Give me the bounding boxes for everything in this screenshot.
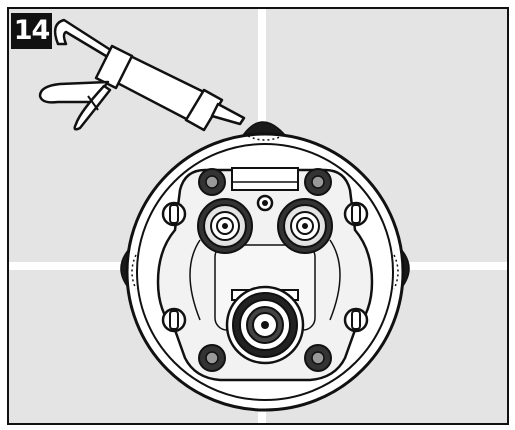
- inlet-port-icon: [197, 198, 253, 254]
- mounting-screw-icon: [161, 201, 187, 227]
- step-number-badge: 14: [11, 13, 52, 49]
- mounting-screw-icon: [161, 307, 187, 333]
- mounting-boss-bottom-left: [198, 344, 226, 372]
- mounting-boss-top-left: [198, 168, 226, 196]
- caulk-gun-icon: [38, 18, 246, 132]
- mounting-boss-top-right: [304, 168, 332, 196]
- outlet-port-icon: [225, 285, 305, 365]
- mounting-screw-icon: [343, 201, 369, 227]
- inlet-port-icon: [277, 198, 333, 254]
- mounting-boss-bottom-right: [304, 344, 332, 372]
- mounting-screw-icon: [343, 307, 369, 333]
